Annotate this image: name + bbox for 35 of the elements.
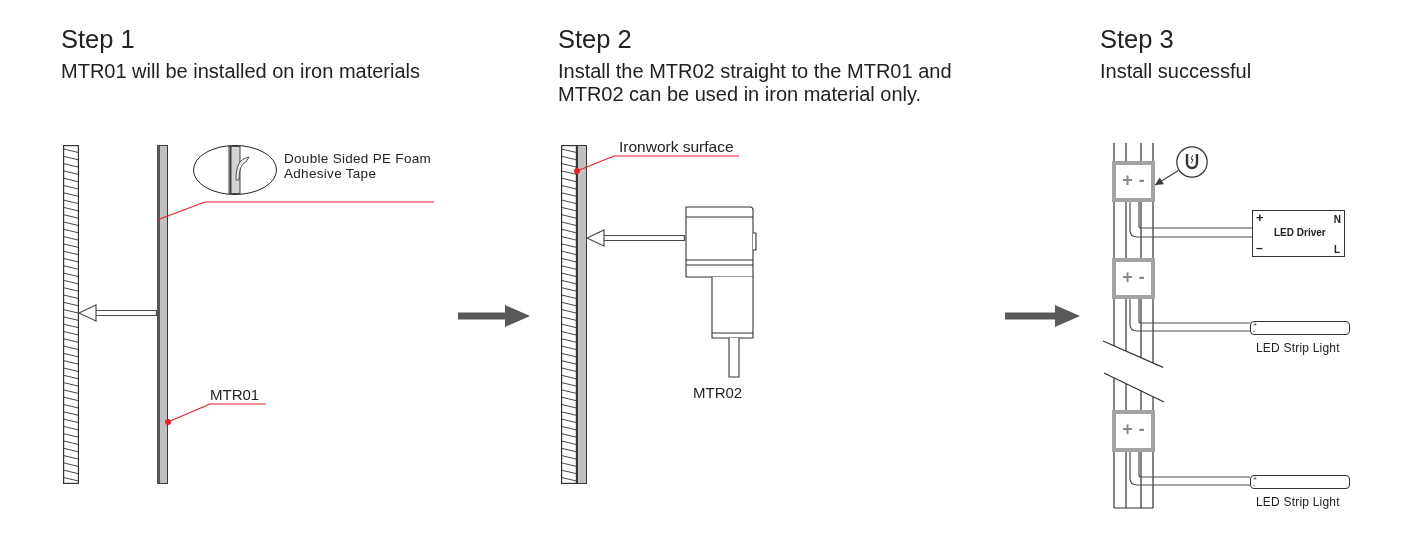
hollow-arrow bbox=[586, 229, 685, 247]
step-description: Install the MTR02 straight to the MTR01 and MTR02 can be used in iron material only. bbox=[558, 60, 953, 106]
arrow bbox=[1154, 169, 1179, 186]
magnet-icon bbox=[1176, 146, 1208, 178]
cable bbox=[1128, 452, 1250, 487]
step-heading: Step 2 bbox=[558, 24, 632, 54]
terminal-label: N bbox=[1333, 214, 1341, 225]
callout-label: MTR01 bbox=[210, 386, 260, 403]
connector-module: + - bbox=[1112, 410, 1155, 452]
step-heading: Step 1 bbox=[61, 24, 135, 54]
part-label: LED Strip Light bbox=[1256, 495, 1340, 509]
cable bbox=[1128, 299, 1250, 333]
mounting-strip bbox=[157, 145, 168, 484]
leader-line bbox=[574, 155, 740, 174]
leader-line bbox=[156, 201, 435, 221]
hatched-wall bbox=[561, 145, 577, 484]
device-label: LED Driver bbox=[1274, 227, 1326, 238]
terminal-sign: + bbox=[1256, 211, 1264, 225]
step-description: MTR01 will be installed on iron materials bbox=[61, 60, 421, 83]
hatched-wall bbox=[63, 145, 79, 484]
terminal-sign: – bbox=[1256, 242, 1263, 255]
callout-label: Ironwork surface bbox=[619, 138, 734, 156]
terminal-label: L bbox=[1333, 244, 1340, 255]
leader-line bbox=[165, 403, 267, 425]
step-heading: Step 3 bbox=[1100, 24, 1174, 54]
part-label: MTR02 bbox=[693, 384, 743, 401]
step-description: Install successful bbox=[1100, 60, 1252, 83]
mounting-strip bbox=[577, 145, 587, 484]
driver-box bbox=[1252, 210, 1345, 257]
cable bbox=[1128, 202, 1252, 239]
part-label: LED Strip Light bbox=[1256, 341, 1340, 355]
connector-module: + - bbox=[1112, 258, 1155, 299]
callout-label: Double Sided PE Foam Adhesive Tape bbox=[284, 151, 433, 181]
connector-module: + - bbox=[1112, 161, 1155, 202]
hollow-arrow bbox=[78, 304, 157, 322]
